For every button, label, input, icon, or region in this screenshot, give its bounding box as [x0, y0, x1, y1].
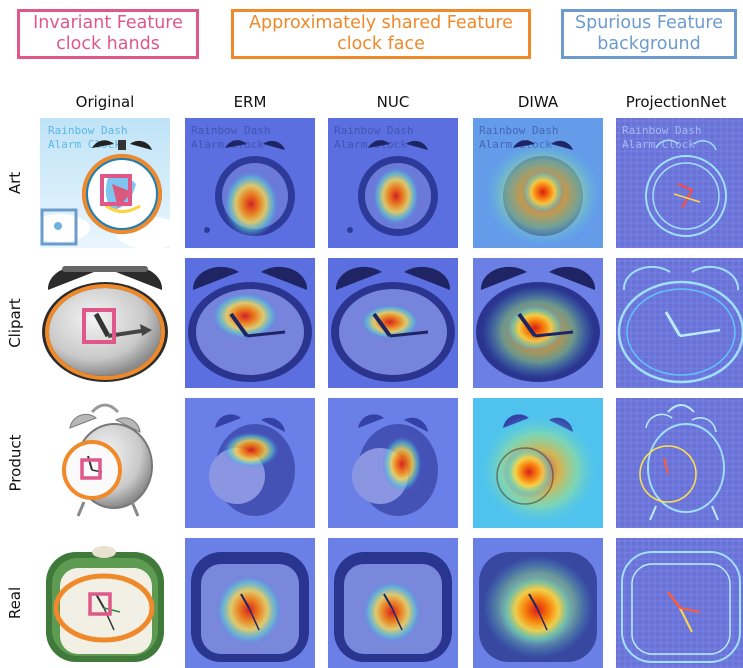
heatmap-real-projectionnet — [616, 538, 743, 668]
image-clipart-original — [40, 258, 170, 388]
legend-approx-title: Approximately shared Feature — [249, 13, 513, 33]
svg-text:Rainbow Dash: Rainbow Dash — [334, 124, 413, 137]
row-header-product: Product — [6, 434, 25, 492]
image-art-original: Rainbow Dash Alarm Clock — [40, 118, 170, 248]
svg-text:Rainbow Dash: Rainbow Dash — [622, 124, 701, 137]
art-text-line1: Rainbow Dash — [48, 124, 127, 137]
svg-text:Rainbow Dash: Rainbow Dash — [191, 124, 270, 137]
row-header-clipart: Clipart — [6, 298, 25, 348]
heatmap-real-diwa — [473, 538, 603, 668]
heatmap-art-nuc: Rainbow Dash Alarm Clock — [328, 118, 458, 248]
column-header-diwa: DIWA — [517, 93, 559, 111]
image-product-original — [40, 398, 170, 528]
heatmap-product-projectionnet — [616, 398, 743, 528]
svg-text:Rainbow Dash: Rainbow Dash — [479, 124, 558, 137]
column-header-erm: ERM — [233, 93, 267, 111]
heatmap-product-erm — [185, 398, 315, 528]
column-header-projectionnet: ProjectionNet — [625, 93, 727, 111]
image-real-original — [40, 538, 170, 668]
legend-approx-shared-feature: Approximately shared Feature clock face — [231, 9, 531, 59]
heatmap-product-diwa — [473, 398, 603, 528]
legend-invariant-title: Invariant Feature — [33, 13, 183, 33]
heatmap-clipart-erm — [185, 258, 315, 388]
legend-spurious-subtitle: background — [597, 34, 701, 54]
legend-invariant-feature: Invariant Feature clock hands — [17, 9, 199, 59]
row-header-art: Art — [6, 171, 24, 195]
heatmap-clipart-diwa — [473, 258, 603, 388]
legend-approx-subtitle: clock face — [337, 34, 425, 54]
heatmap-clipart-projectionnet — [616, 258, 743, 388]
heatmap-art-projectionnet: Rainbow Dash Alarm Clock — [616, 118, 743, 248]
heatmap-art-erm: Rainbow Dash Alarm Clock — [185, 118, 315, 248]
heatmap-product-nuc — [328, 398, 458, 528]
column-header-nuc: NUC — [376, 93, 410, 111]
legend-spurious-feature: Spurious Feature background — [561, 9, 737, 59]
column-header-original: Original — [75, 93, 135, 111]
legend-invariant-subtitle: clock hands — [56, 34, 160, 54]
legend-spurious-title: Spurious Feature — [575, 13, 723, 33]
heatmap-clipart-nuc — [328, 258, 458, 388]
heatmap-real-erm — [185, 538, 315, 668]
heatmap-art-diwa: Rainbow Dash Alarm Clock — [473, 118, 603, 248]
heatmap-real-nuc — [328, 538, 458, 668]
row-header-real: Real — [6, 586, 24, 620]
